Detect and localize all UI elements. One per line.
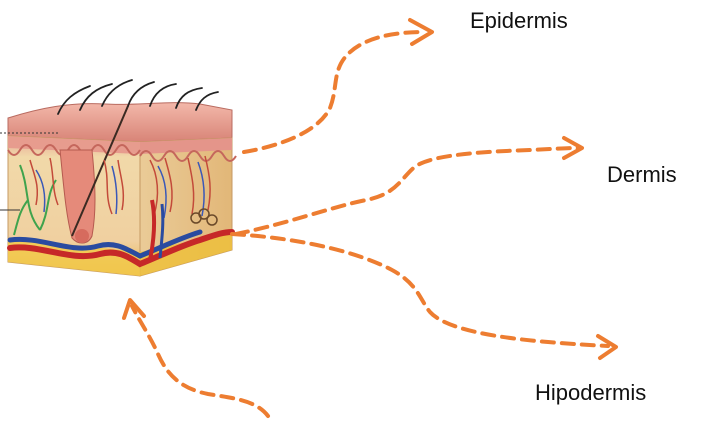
label-dermis: Dermis [607, 162, 677, 188]
label-epidermis: Epidermis [470, 8, 568, 34]
arrow-up-to-skin-block [132, 306, 268, 416]
skin-block-illustration [0, 80, 236, 276]
arrow-to-hipodermis [232, 234, 608, 346]
arrow-to-dermis [236, 148, 578, 234]
arrow-to-epidermis [244, 32, 424, 152]
label-hipodermis: Hipodermis [535, 380, 646, 406]
